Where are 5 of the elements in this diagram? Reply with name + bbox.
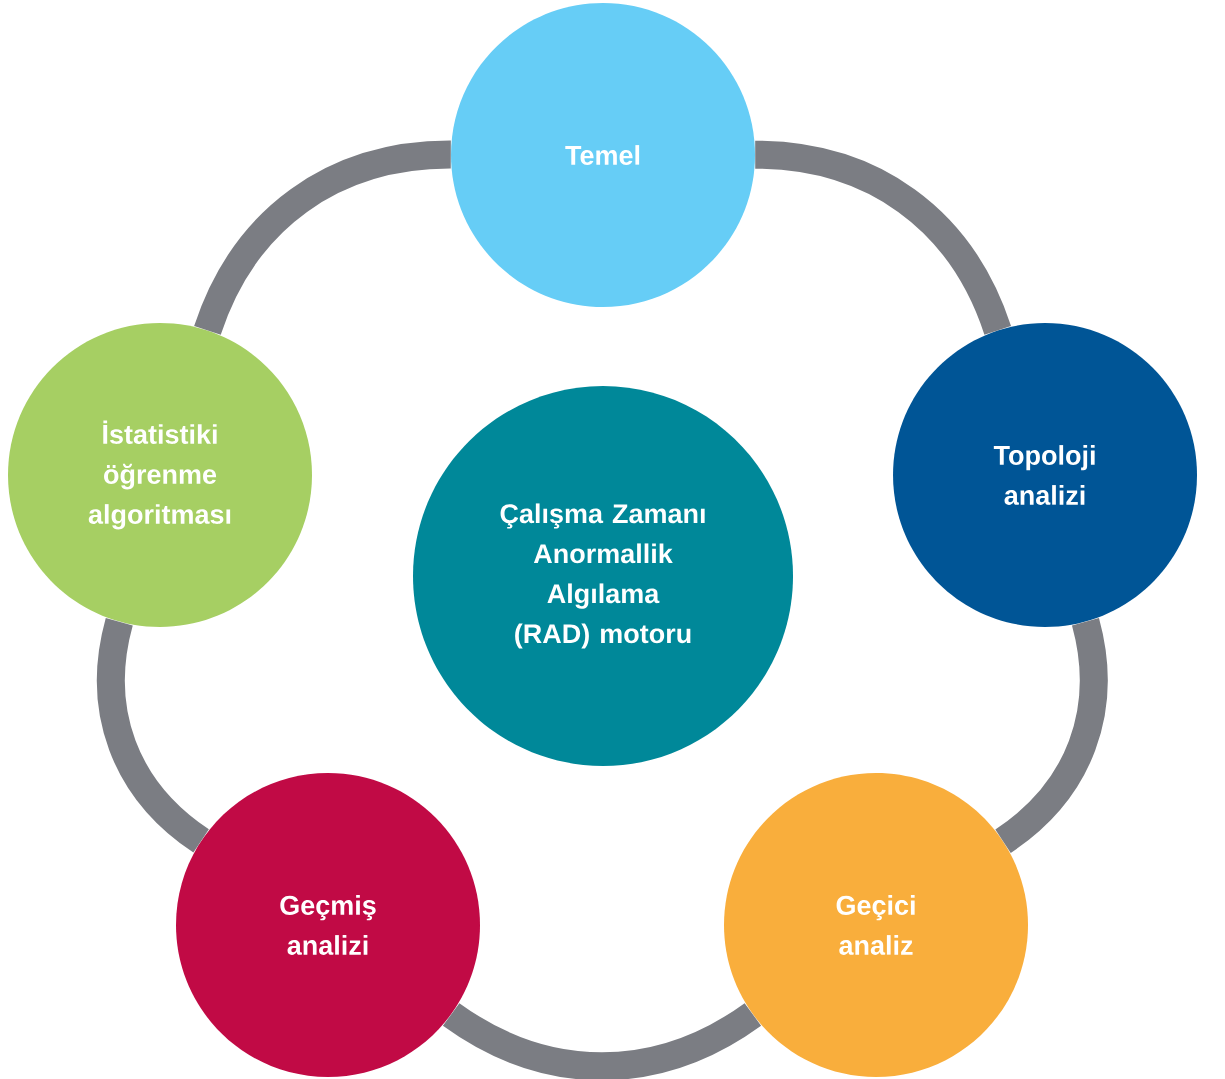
ring-segment	[443, 1002, 761, 1079]
ring-segment	[97, 618, 210, 853]
ring-segment	[754, 140, 1011, 336]
ring-segment	[194, 140, 452, 336]
ring-segment	[994, 618, 1108, 853]
